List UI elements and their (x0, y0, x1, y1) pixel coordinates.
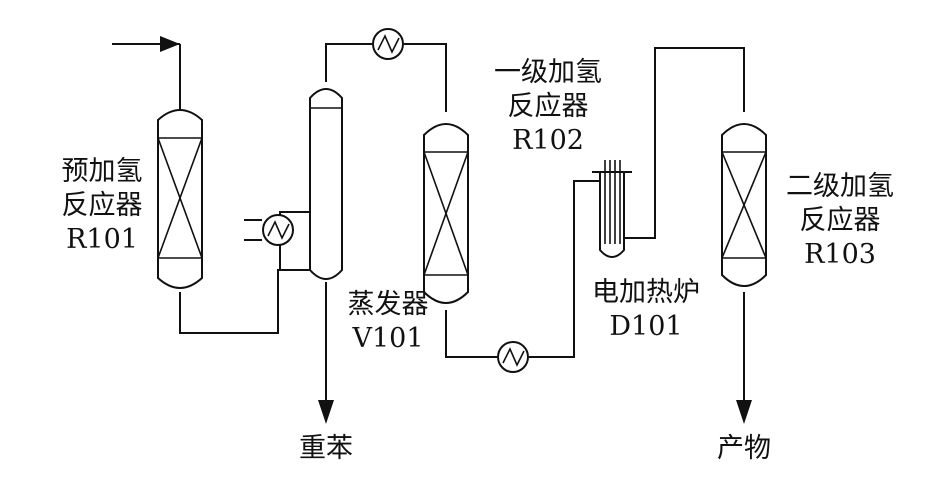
v101-label-name: 蒸发器 (347, 289, 429, 320)
reboiler-exchanger (244, 211, 310, 270)
d101-label-code: D101 (609, 311, 683, 342)
r101-label-line1: 预加氢 (61, 156, 143, 187)
v101-column (309, 88, 343, 280)
exchanger-top (372, 28, 404, 60)
d101-label-name: 电加热炉 (592, 277, 700, 308)
r103-label-code: R103 (804, 239, 876, 270)
exchanger-bottom (497, 341, 529, 373)
r103-label: 二级加氢 反应器 R103 (772, 170, 908, 272)
r101-label-line2: 反应器 (61, 190, 143, 221)
product-outlet-arrow (736, 292, 752, 424)
r101-vessel (157, 102, 203, 289)
heavy-benzene-outlet-arrow (318, 282, 334, 424)
r101-to-v101-line (179, 269, 310, 334)
r103-label-line2: 反应器 (799, 205, 881, 236)
product-label: 产物 (717, 433, 771, 464)
d101-heater (592, 160, 632, 258)
r102-vessel (423, 123, 469, 304)
d101-to-r103-line (624, 47, 745, 239)
heavy-benzene-label: 重苯 (299, 433, 353, 464)
r102-to-d101-line (445, 310, 497, 358)
feed-inlet-arrow (112, 36, 181, 110)
d101-label: 电加热炉 D101 (578, 276, 714, 344)
r103-vessel (721, 123, 767, 287)
v101-label: 蒸发器 V101 (334, 288, 442, 356)
r102-label: 一级加氢 反应器 R102 (482, 56, 614, 158)
r102-label-line2: 反应器 (507, 91, 589, 122)
r103-label-line1: 二级加氢 (786, 171, 894, 202)
r102-label-line1: 一级加氢 (494, 57, 602, 88)
r101-label: 预加氢 反应器 R101 (48, 155, 156, 257)
r101-label-code: R101 (66, 224, 138, 255)
v101-label-code: V101 (352, 323, 424, 354)
v101-to-r102-line (325, 43, 372, 82)
r102-label-code: R102 (512, 125, 584, 156)
